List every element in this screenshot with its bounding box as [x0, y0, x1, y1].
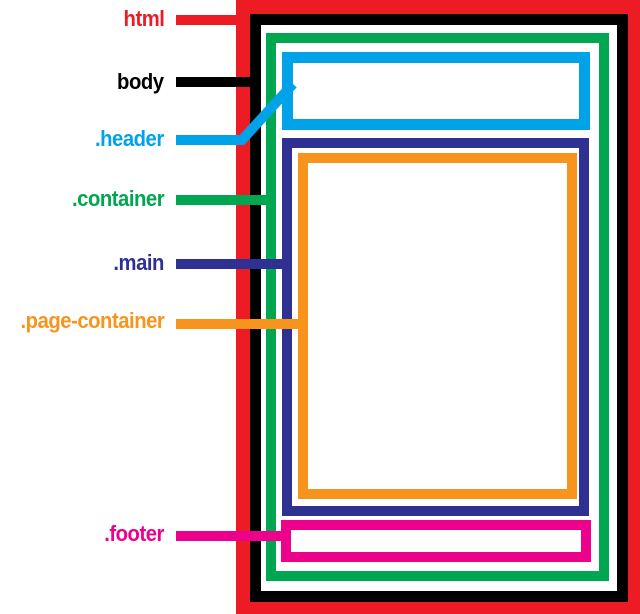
html-box [236, 0, 640, 614]
body-label: body [117, 69, 164, 94]
container-label: .container [71, 186, 165, 211]
header-connector [176, 80, 297, 145]
main-label: .main [113, 250, 164, 275]
footer-label: .footer [104, 521, 164, 546]
header-box [282, 52, 590, 130]
body-box [250, 14, 628, 602]
page-container-box [298, 153, 577, 499]
header-label: .header [95, 126, 164, 151]
html-label: html [123, 6, 164, 31]
footer-box [281, 520, 591, 562]
page-container-label: .page-container [20, 308, 164, 333]
main-box [282, 138, 589, 516]
container-box [266, 33, 609, 581]
